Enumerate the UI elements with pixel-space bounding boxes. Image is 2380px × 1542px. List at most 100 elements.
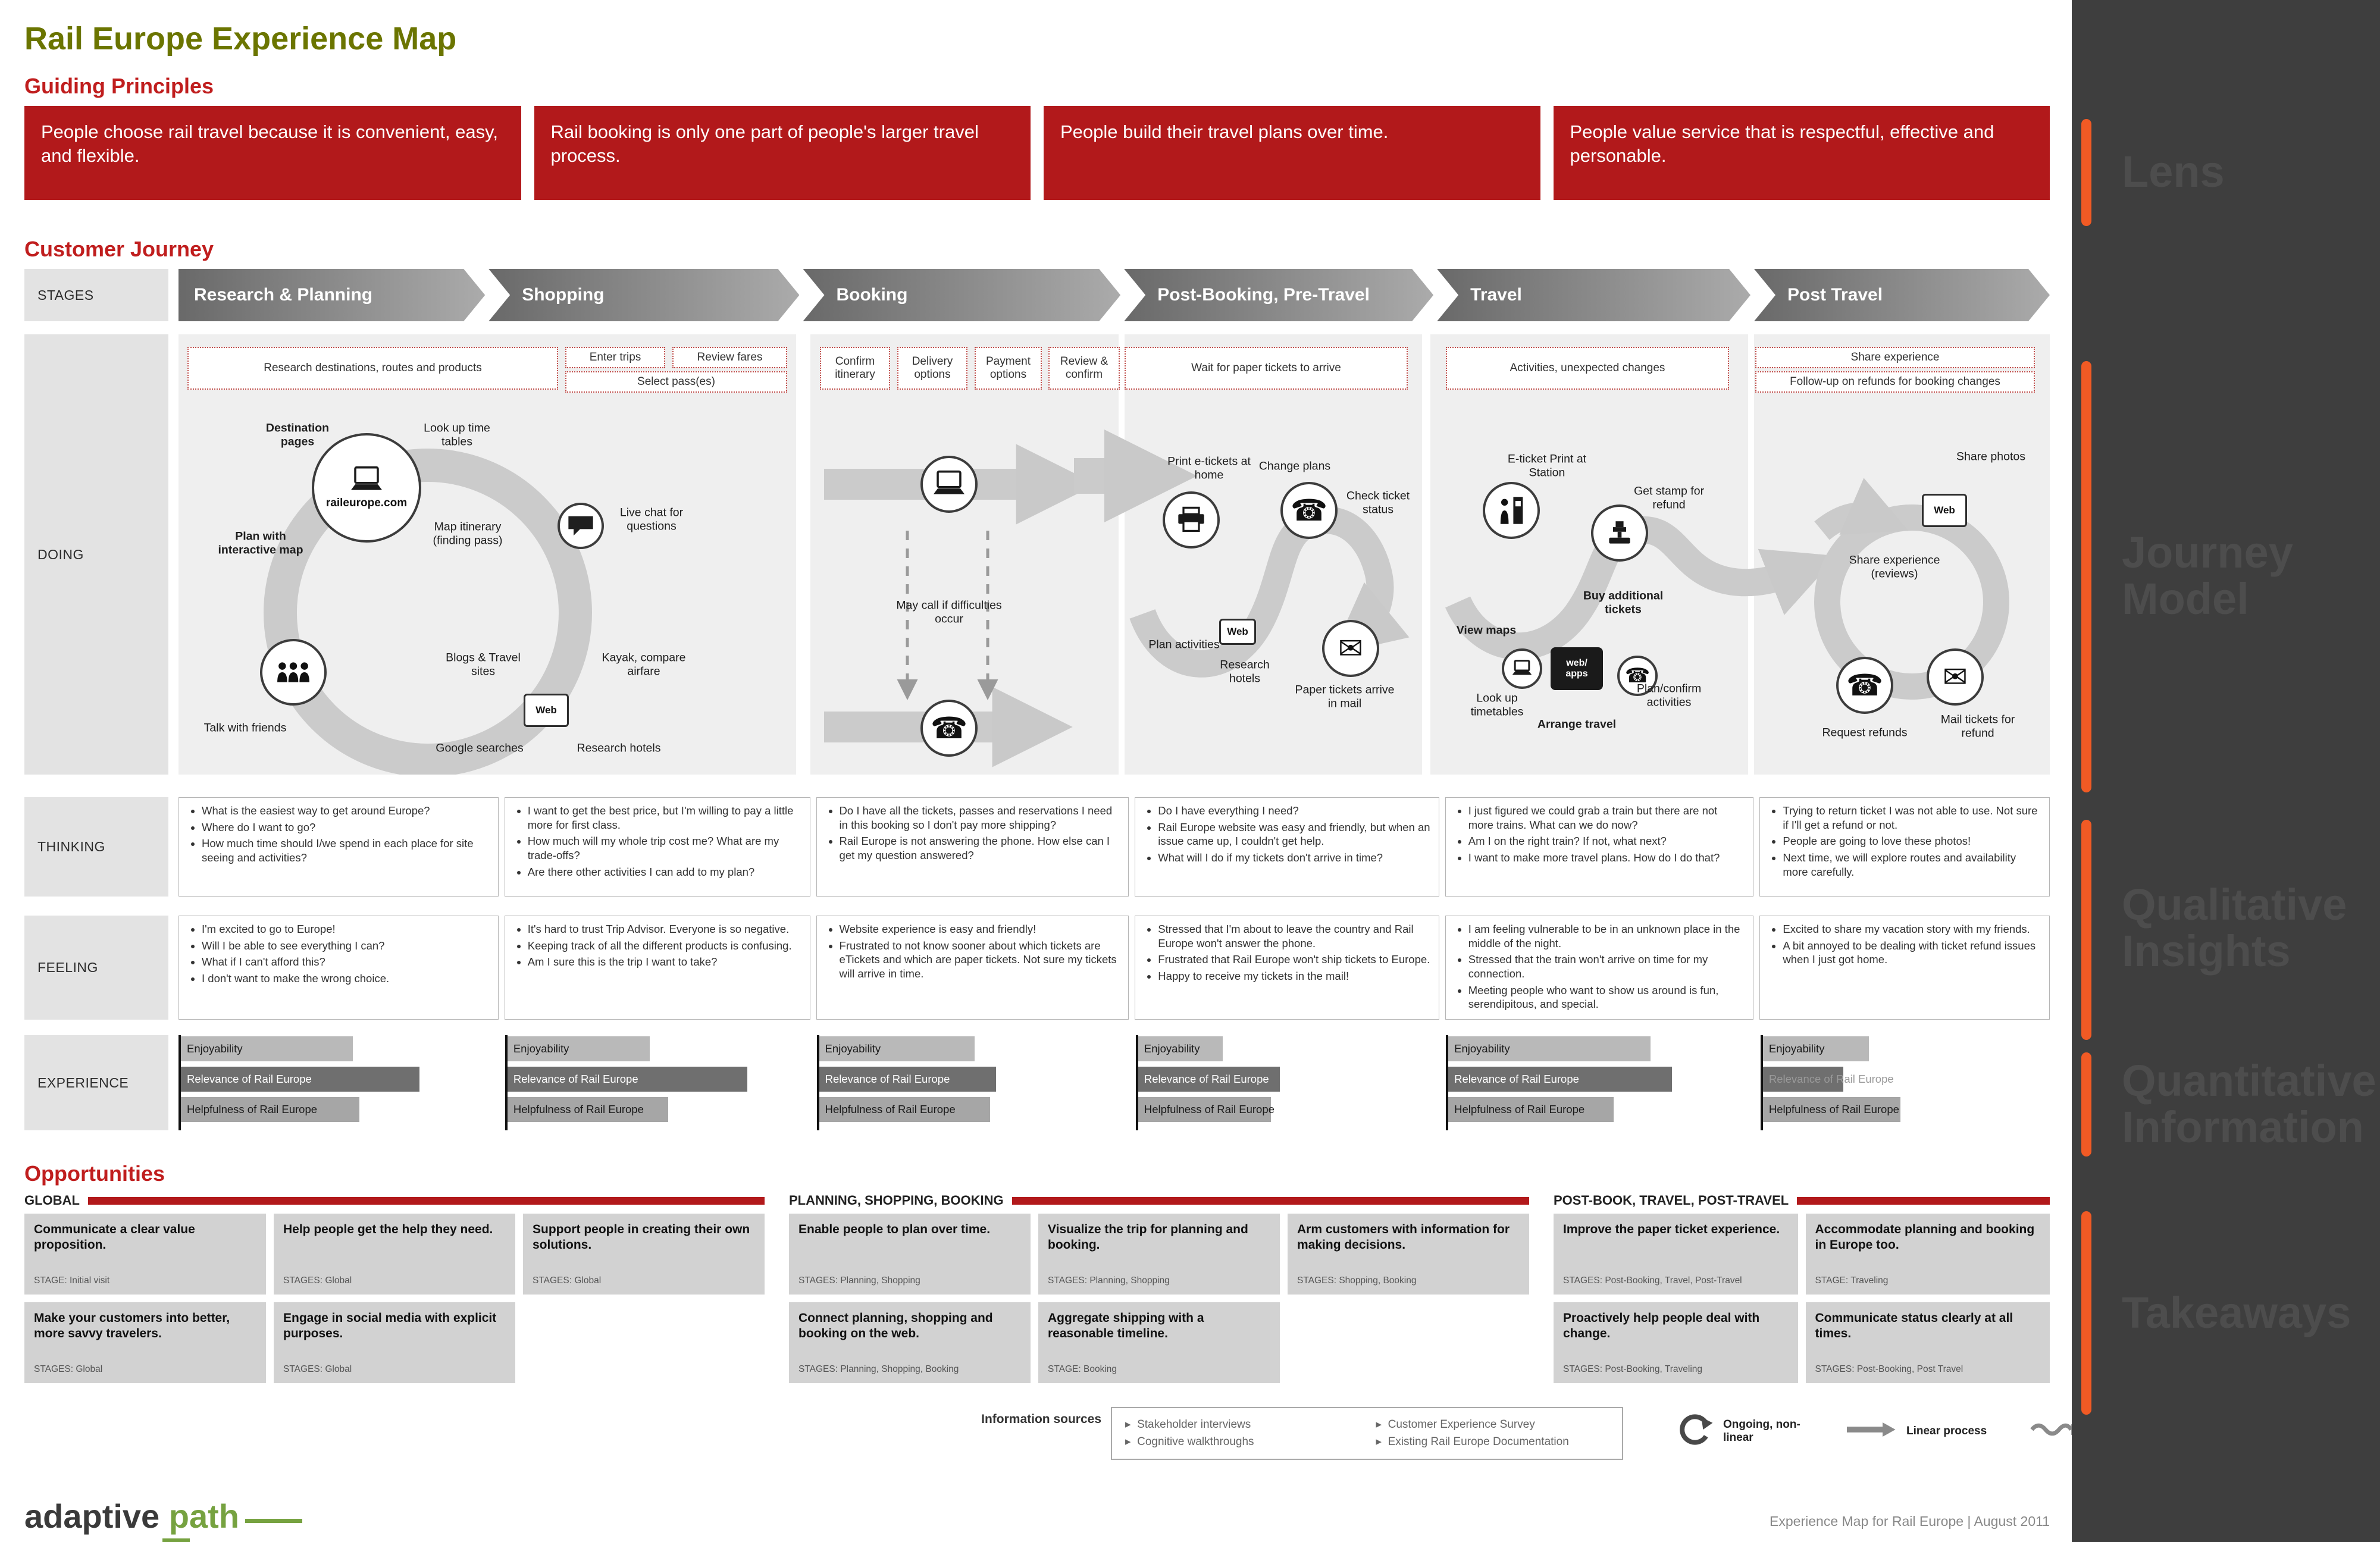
feeling-box-1: I'm excited to go to Europe!Will I be ab… — [178, 916, 499, 1020]
experience-bar-row: Helpfulness of Rail Europe — [181, 1097, 499, 1122]
phone-sm-icon: ☎ — [1617, 656, 1658, 696]
feeling-box-5: I am feeling vulnerable to be in an unkn… — [1445, 916, 1754, 1020]
opportunity-card: Visualize the trip for planning and book… — [1038, 1214, 1280, 1295]
experience-bar-label: Relevance of Rail Europe — [1768, 1073, 1894, 1085]
experience-bar-row: Helpfulness of Rail Europe — [1138, 1097, 1440, 1122]
experience-bar-row: Relevance of Rail Europe — [1762, 1067, 2050, 1092]
ongoing-icon — [1676, 1411, 1714, 1452]
thinking-item: I want to make more travel plans. How do… — [1468, 851, 1745, 865]
experience-bar-label: Helpfulness of Rail Europe — [1144, 1103, 1274, 1115]
doing-label: Paper tickets arrive in mail — [1295, 683, 1395, 710]
opportunity-group-3: POST-BOOK, TRAVEL, POST-TRAVEL Improve th… — [1554, 1192, 2050, 1383]
thinking-list: Do I have everything I need?Rail Europe … — [1144, 804, 1430, 865]
feeling-item: Excited to share my vacation story with … — [1783, 922, 2041, 936]
opportunity-card: Help people get the help they need.STAGE… — [274, 1214, 515, 1295]
information-source-item: Existing Rail Europe Documentation — [1376, 1434, 1609, 1451]
thinking-item: How much will my whole trip cost me? Wha… — [528, 834, 801, 862]
laptop-icon — [920, 456, 978, 513]
experience-bar — [819, 1036, 975, 1061]
opportunity-card: Communicate status clearly at all times.… — [1805, 1302, 2050, 1383]
activity-box: Confirm itinerary — [820, 347, 890, 390]
thinking-list: Trying to return ticket I was not able t… — [1768, 804, 2041, 879]
opportunity-card: Connect planning, shopping and booking o… — [789, 1302, 1031, 1383]
experience-bar — [1762, 1036, 1869, 1061]
opportunity-group-rule — [1012, 1196, 1529, 1205]
feeling-list: I am feeling vulnerable to be in an unkn… — [1454, 922, 1745, 1011]
stamp-icon — [1591, 504, 1648, 562]
experience-bar-row: Relevance of Rail Europe — [181, 1067, 499, 1092]
logo-tick — [162, 1538, 190, 1542]
activity-box: Activities, unexpected changes — [1446, 347, 1729, 390]
feeling-box-4: Stressed that I'm about to leave the cou… — [1135, 916, 1439, 1020]
stage-arrow-2: Shopping — [488, 269, 799, 321]
doing-label: Look up time tables — [424, 421, 490, 449]
thinking-box-6: Trying to return ticket I was not able t… — [1759, 797, 2050, 897]
doing-label: Map itinerary (finding pass) — [433, 520, 503, 547]
page-title: Rail Europe Experience Map — [24, 21, 457, 57]
opportunity-card-stages: STAGES: Shopping, Booking — [1297, 1275, 1417, 1286]
opportunity-card-stages: STAGES: Post-Booking, Traveling — [1563, 1364, 1703, 1374]
poster-content: Rail Europe Experience Map Guiding Princ… — [0, 0, 2058, 1533]
guiding-principles: People choose rail travel because it is … — [24, 106, 2050, 200]
opportunity-group-label: GLOBAL — [24, 1193, 80, 1208]
people-icon — [260, 639, 327, 706]
thinking-item: Where do I want to go? — [202, 820, 490, 835]
experience-bar — [181, 1097, 359, 1122]
activity-box: Payment options — [975, 347, 1042, 390]
feeling-item: Frustrated that Rail Europe won't ship t… — [1158, 952, 1430, 967]
feeling-item: A bit annoyed to be dealing with ticket … — [1783, 939, 2041, 967]
thinking-track: What is the easiest way to get around Eu… — [178, 797, 2050, 897]
opportunity-cards: Enable people to plan over time. STAGES: … — [789, 1214, 1529, 1383]
legend-item: Ongoing, non-linear — [1676, 1411, 1812, 1452]
opportunity-card-title: Help people get the help they need. — [283, 1223, 493, 1236]
feeling-item: It's hard to trust Trip Advisor. Everyon… — [528, 922, 801, 936]
feeling-item: Am I sure this is the trip I want to tak… — [528, 955, 801, 969]
rail-label-qualitative-insights: Qualitative Insights — [2122, 880, 2347, 976]
doing-label: Change plans — [1258, 459, 1331, 473]
activity-box: Delivery options — [897, 347, 967, 390]
experience-bar-label: Helpfulness of Rail Europe — [1768, 1103, 1899, 1115]
bottom-row: Information sources Stakeholder intervie… — [24, 1407, 2181, 1480]
doing-label: Google searches — [436, 741, 524, 755]
opportunity-card: Make your customers into better, more sa… — [24, 1302, 266, 1383]
experience-bar-row: Helpfulness of Rail Europe — [819, 1097, 1130, 1122]
opportunity-cards: Improve the paper ticket experience.STAG… — [1554, 1214, 2050, 1383]
opportunity-card-title: Make your customers into better, more sa… — [34, 1311, 230, 1340]
doing-label: Buy additional tickets — [1583, 589, 1664, 616]
opportunity-card-stages: STAGES: Planning, Shopping — [798, 1275, 920, 1286]
linear-icon — [1847, 1421, 1897, 1441]
activity-box: Review & confirm — [1048, 347, 1120, 390]
opportunity-card: Proactively help people deal with change… — [1554, 1302, 1798, 1383]
activity-box: Follow-up on refunds for booking changes — [1755, 371, 2035, 393]
doing-label: Talk with friends — [203, 721, 287, 735]
doing-label: Check ticket status — [1346, 489, 1410, 516]
guiding-principle-2: Rail booking is only one part of people'… — [534, 106, 1031, 200]
experience-bar-row: Enjoyability — [1448, 1036, 1755, 1061]
experience-bar-label: Enjoyability — [825, 1042, 881, 1055]
phone-icon: ☎ — [920, 700, 978, 757]
feeling-track: I'm excited to go to Europe!Will I be ab… — [178, 916, 2050, 1020]
experience-bar-row: Relevance of Rail Europe — [1448, 1067, 1755, 1092]
guiding-principle-1: People choose rail travel because it is … — [24, 106, 521, 200]
experience-bar — [1138, 1067, 1280, 1092]
opportunity-card: Accommodate planning and booking in Euro… — [1805, 1214, 2050, 1295]
doing-label: View maps — [1456, 623, 1517, 637]
opportunity-group-header: POST-BOOK, TRAVEL, POST-TRAVEL — [1554, 1192, 2050, 1209]
feeling-item: I don't want to make the wrong choice. — [202, 971, 490, 986]
experience-bar — [1448, 1097, 1614, 1122]
opportunity-card-title: Communicate status clearly at all times. — [1815, 1311, 2013, 1340]
experience-bar — [181, 1036, 353, 1061]
opportunity-card: Improve the paper ticket experience.STAG… — [1554, 1214, 1798, 1295]
opportunity-card-title: Enable people to plan over time. — [798, 1223, 991, 1236]
information-sources-box: Stakeholder interviewsCognitive walkthro… — [1111, 1407, 1623, 1460]
doing-label: Get stamp for refund — [1633, 484, 1705, 512]
experience-bar-label: Helpfulness of Rail Europe — [825, 1103, 956, 1115]
opportunity-card: Enable people to plan over time. STAGES: … — [789, 1214, 1031, 1295]
experience-bar-row: Enjoyability — [1762, 1036, 2050, 1061]
doing-label: Plan with interactive map — [218, 529, 303, 557]
experience-bar-label: Relevance of Rail Europe — [825, 1073, 950, 1085]
